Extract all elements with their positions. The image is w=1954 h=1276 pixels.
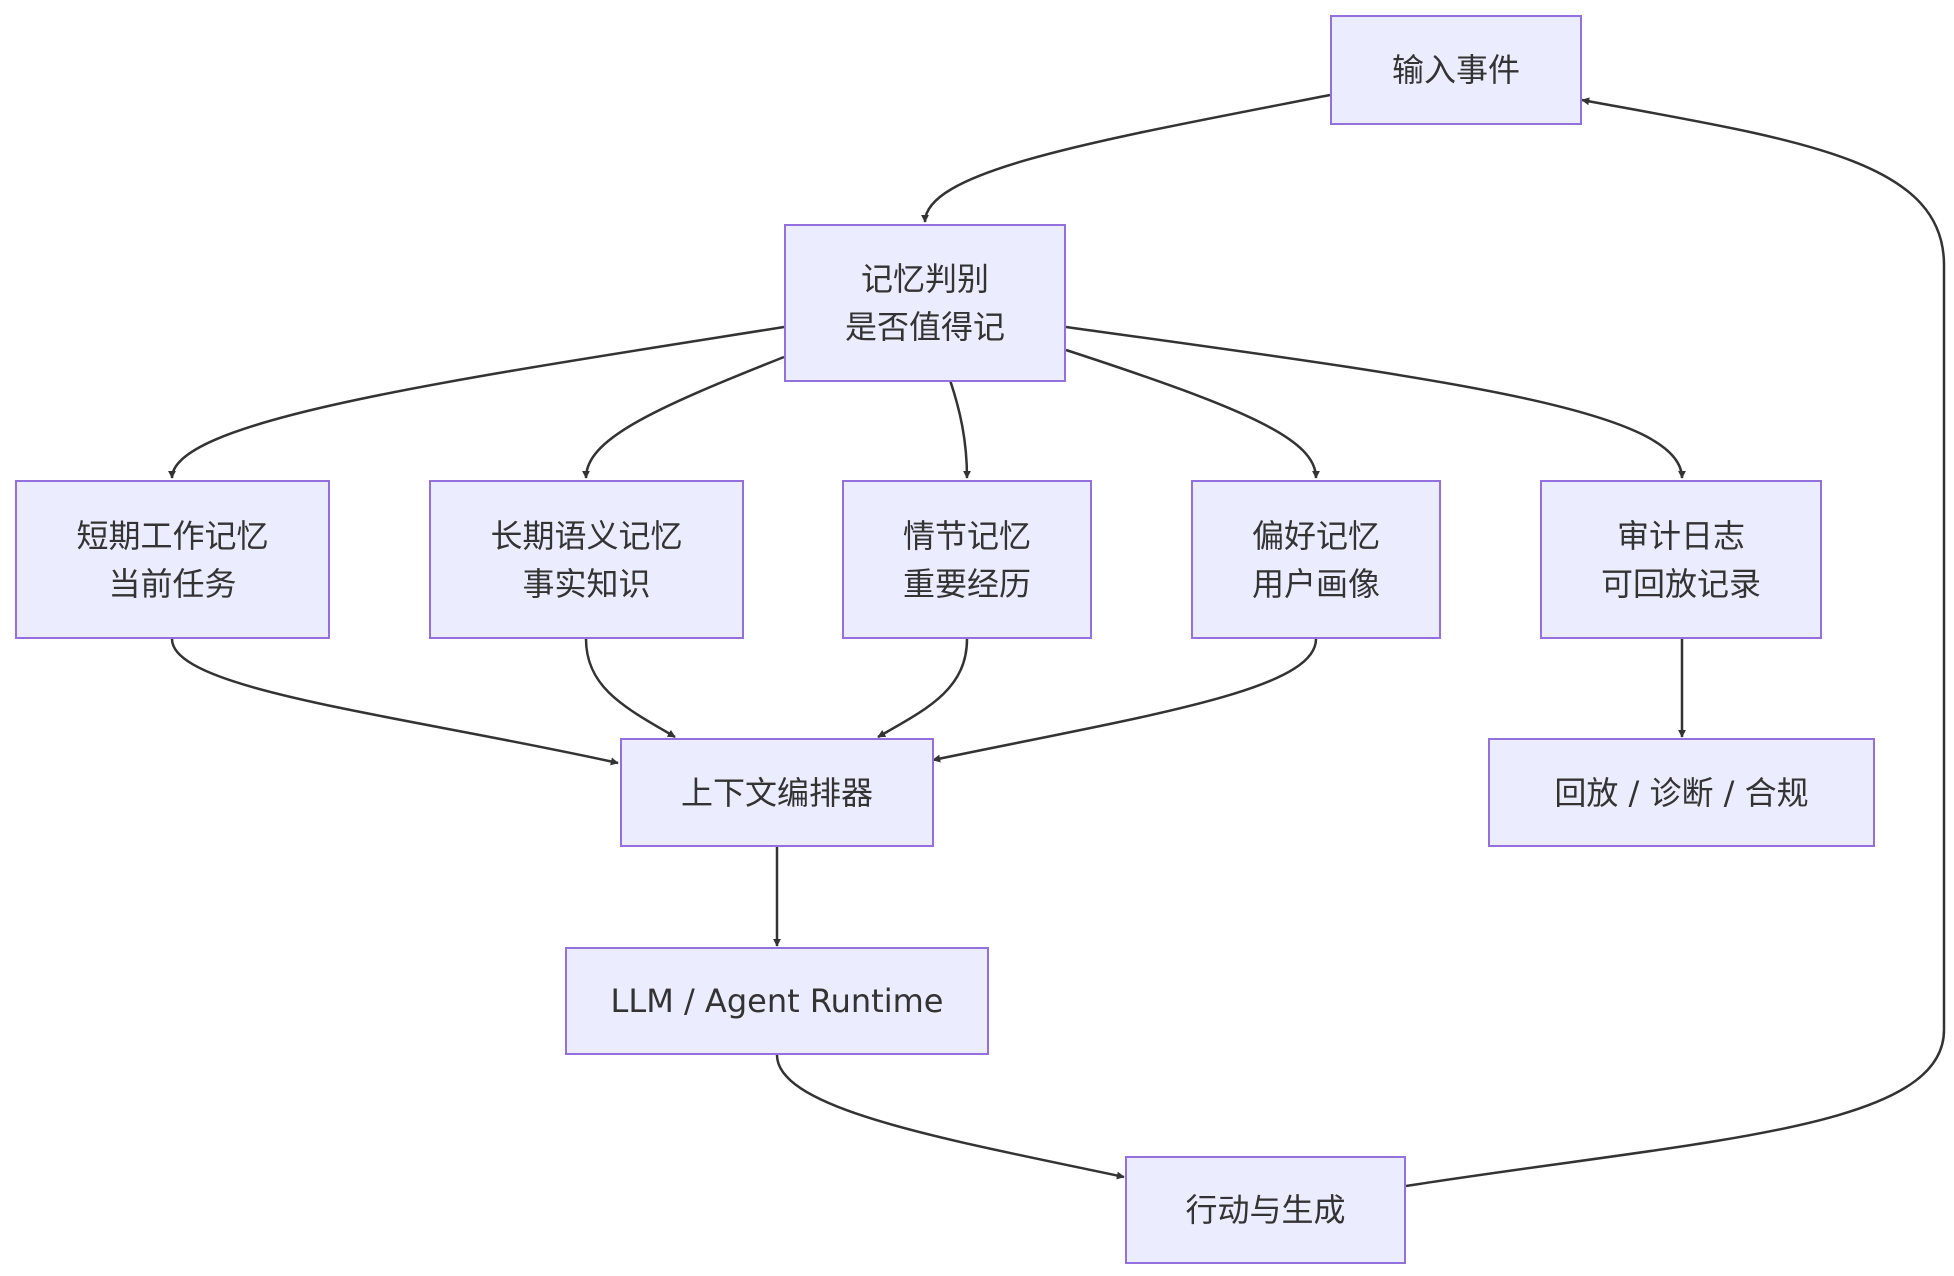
node-preference-memory-line-2: 用户画像	[1251, 564, 1380, 603]
node-action-generation[interactable]: 行动与生成	[1125, 1156, 1406, 1264]
node-long-term-memory[interactable]: 长期语义记忆 事实知识	[429, 480, 744, 639]
edge-preference-to-orchestrator	[932, 638, 1318, 763]
node-context-orchestrator-line-1: 上下文编排器	[680, 773, 873, 812]
edge-episodic-to-orchestrator	[877, 638, 969, 739]
node-episodic-memory[interactable]: 情节记忆 重要经历	[842, 480, 1092, 639]
node-replay-diagnose-compliance-line-1: 回放 / 诊断 / 合规	[1554, 773, 1809, 812]
node-audit-log[interactable]: 审计日志 可回放记录	[1540, 480, 1822, 639]
edge-short-term-to-orchestrator	[170, 638, 619, 766]
edge-judge-to-episodic	[948, 379, 971, 479]
node-episodic-memory-line-2: 重要经历	[902, 564, 1031, 603]
node-short-term-memory-line-2: 当前任务	[108, 564, 237, 603]
node-memory-judge[interactable]: 记忆判别 是否值得记	[784, 224, 1066, 382]
node-audit-log-line-1: 审计日志	[1616, 516, 1745, 555]
node-action-generation-line-1: 行动与生成	[1185, 1191, 1346, 1229]
edge-judge-to-long-term	[582, 355, 785, 479]
edge-judge-to-audit	[1065, 325, 1686, 479]
node-context-orchestrator[interactable]: 上下文编排器	[620, 738, 934, 847]
node-memory-judge-line-2: 是否值得记	[844, 308, 1005, 346]
node-preference-memory-line-1: 偏好记忆	[1251, 516, 1380, 555]
edge-long-term-to-orchestrator	[584, 638, 676, 739]
node-short-term-memory[interactable]: 短期工作记忆 当前任务	[15, 480, 330, 639]
node-long-term-memory-line-2: 事实知识	[522, 564, 651, 603]
node-input-event[interactable]: 输入事件	[1330, 15, 1582, 125]
node-llm-agent-runtime[interactable]: LLM / Agent Runtime	[565, 947, 989, 1055]
edge-judge-to-preference	[1065, 348, 1320, 479]
edge-input-to-judge	[921, 93, 1331, 223]
edge-action-to-input	[1405, 97, 1946, 1188]
edge-llm-to-action	[775, 1054, 1125, 1180]
node-memory-judge-line-1: 记忆判别	[860, 260, 989, 298]
node-audit-log-line-2: 可回放记录	[1600, 564, 1761, 603]
node-episodic-memory-line-1: 情节记忆	[902, 516, 1031, 555]
node-llm-agent-runtime-line-1: LLM / Agent Runtime	[610, 982, 944, 1020]
edge-judge-to-short-term	[168, 325, 785, 479]
node-short-term-memory-line-1: 短期工作记忆	[76, 516, 269, 555]
node-input-event-line-1: 输入事件	[1391, 51, 1520, 89]
node-replay-diagnose-compliance[interactable]: 回放 / 诊断 / 合规	[1488, 738, 1875, 847]
node-long-term-memory-line-1: 长期语义记忆	[490, 516, 683, 555]
node-preference-memory[interactable]: 偏好记忆 用户画像	[1191, 480, 1441, 639]
